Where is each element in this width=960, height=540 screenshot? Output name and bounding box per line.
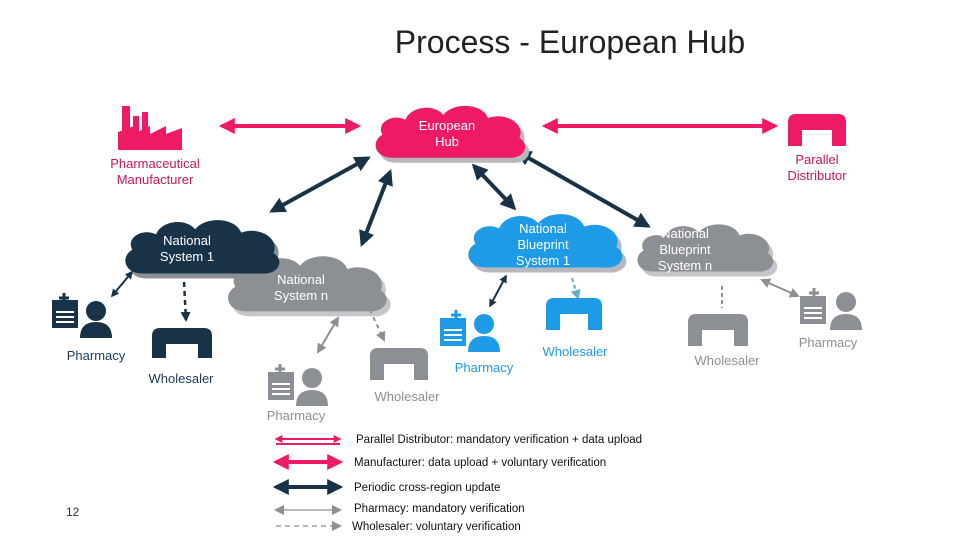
conn-hub-national-system-n [359, 169, 393, 247]
pharmacy-label: Pharmacy [66, 348, 126, 363]
factory-icon [118, 106, 182, 150]
pharmacist-icon [268, 364, 328, 406]
conn-hub-blueprint-n [515, 150, 651, 228]
conn-hub-blueprint-1 [471, 163, 517, 211]
pharmacy-label: Pharmacy [454, 360, 514, 375]
legend-swatch-parallel-distributor [274, 435, 342, 445]
page-title: Process - European Hub [394, 24, 746, 60]
conn-ns1-pharmacy [110, 270, 134, 298]
warehouse-icon [152, 328, 212, 358]
warehouse-icon [546, 298, 602, 330]
conn-nsn-wholesaler [369, 309, 386, 342]
pharmacist-icon [440, 310, 500, 352]
pharmacist-icon [800, 288, 862, 330]
legend-label: Pharmacy: mandatory verification [354, 503, 525, 515]
pharmacist-icon [52, 293, 112, 338]
conn-bp1-wholesaler [570, 277, 581, 300]
wholesaler-label: Wholesaler [694, 353, 760, 368]
legend-label: Manufacturer: data upload + voluntary ve… [354, 457, 607, 469]
legend-label: Parallel Distributor: mandatory verifica… [356, 434, 643, 446]
page-number: 12 [66, 505, 80, 519]
conn-bp1-pharmacy [489, 274, 507, 308]
conn-bpn-pharmacy [760, 278, 800, 298]
pharmacy-label: Pharmacy [266, 408, 326, 423]
wholesaler-label: Wholesaler [148, 371, 214, 386]
legend-label: Wholesaler: voluntary verification [352, 521, 521, 533]
conn-nsn-pharmacy [316, 316, 340, 354]
wholesaler-label: Wholesaler [374, 389, 440, 404]
conn-ns1-wholesaler [180, 281, 191, 322]
legend-label: Periodic cross-region update [354, 482, 501, 494]
wholesaler-label: Wholesaler [542, 344, 608, 359]
warehouse-icon [688, 314, 748, 346]
warehouse-icon [370, 348, 428, 380]
warehouse-icon [788, 114, 846, 146]
pharmacy-label: Pharmacy [798, 335, 858, 350]
conn-hub-national-system-1 [269, 156, 371, 213]
